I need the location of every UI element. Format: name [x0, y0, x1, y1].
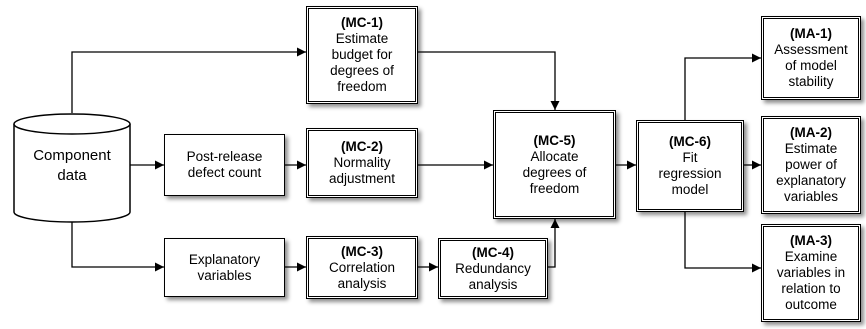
step-mc1-line-3: degrees of [330, 63, 394, 78]
step-ma2-line-2: power of [785, 157, 837, 172]
explanatory-variables-line-2: variables [197, 267, 252, 283]
step-mc5-code: (MC-5) [533, 132, 576, 148]
arrow-data-to-explanatory [71, 222, 164, 272]
step-ma2-line-1: Estimate [784, 141, 838, 156]
step-ma2-code: (MA-2) [790, 125, 832, 140]
step-ma1-line-3: stability [788, 74, 834, 89]
arrow-mc6-to-ma3 [684, 212, 761, 273]
step-mc5: (MC-5) Allocate degrees of freedom [493, 110, 616, 219]
explanatory-variables-line-1: Explanatory [188, 251, 261, 267]
step-mc1-line-2: budget for [331, 47, 393, 62]
step-mc4-line-2: analysis [468, 276, 518, 292]
step-mc2-line-1: Normality [333, 155, 391, 170]
defect-count-line-2: defect count [187, 165, 262, 180]
step-ma3: (MA-3) Examine variables in relation to … [761, 224, 861, 322]
arrow-data-to-mc1 [71, 47, 306, 113]
step-mc2: (MC-2) Normality adjustment [306, 128, 418, 198]
step-ma2-line-4: variables [783, 189, 839, 204]
step-mc2-code: (MC-2) [341, 139, 383, 154]
step-mc4-line-1: Redundancy [455, 260, 531, 276]
step-ma3-line-2: variables in [776, 265, 846, 280]
step-mc2-line-2: adjustment [328, 171, 396, 186]
step-mc3-line-1: Correlation [328, 259, 396, 275]
step-ma3-line-1: Examine [784, 249, 838, 264]
step-ma2: (MA-2) Estimate power of explanatory var… [761, 116, 861, 214]
step-mc4: (MC-4) Redundancy analysis [438, 238, 548, 299]
component-data-label-line-2: data [57, 167, 87, 184]
explanatory-variables-box: Explanatory variables [164, 238, 285, 297]
step-mc5-line-2: degrees of [522, 164, 587, 180]
step-mc1-code: (MC-1) [341, 15, 383, 30]
defect-count-box: Post-release defect count [164, 134, 285, 196]
step-ma3-line-4: outcome [785, 297, 837, 312]
step-ma1: (MA-1) Assessment of model stability [761, 16, 861, 100]
step-mc3-line-2: analysis [337, 275, 387, 291]
component-data-cylinder [13, 113, 131, 223]
component-data-label-line-1: Component [33, 147, 111, 164]
arrow-mc1-to-mc5 [418, 51, 560, 110]
step-mc5-line-3: freedom [529, 180, 580, 196]
step-mc4-code: (MC-4) [472, 244, 514, 260]
step-mc5-line-1: Allocate [530, 148, 579, 164]
arrow-mc4-to-mc5 [548, 219, 560, 268]
step-mc6: (MC-6) Fit regression model [636, 120, 744, 212]
step-ma3-line-3: relation to [781, 281, 841, 296]
step-ma1-line-1: Assessment [774, 42, 848, 57]
step-mc1-line-4: freedom [337, 79, 387, 94]
step-mc6-code: (MC-6) [669, 134, 711, 149]
step-mc3: (MC-3) Correlation analysis [306, 236, 418, 299]
step-ma2-line-3: explanatory [776, 173, 846, 188]
step-ma3-code: (MA-3) [790, 233, 832, 248]
component-data-label: Component data [14, 146, 130, 186]
step-mc6-line-2: regression [658, 166, 722, 181]
step-mc1: (MC-1) Estimate budget for degrees of fr… [306, 6, 418, 104]
step-ma1-code: (MA-1) [790, 26, 832, 41]
arrow-mc6-to-ma1 [684, 53, 761, 120]
step-mc1-line-1: Estimate [335, 31, 389, 46]
step-ma1-line-2: of model [785, 58, 837, 73]
step-mc3-code: (MC-3) [341, 243, 383, 259]
defect-count-line-1: Post-release [186, 149, 263, 164]
step-mc6-line-3: model [671, 182, 709, 197]
step-mc6-line-1: Fit [682, 150, 698, 165]
